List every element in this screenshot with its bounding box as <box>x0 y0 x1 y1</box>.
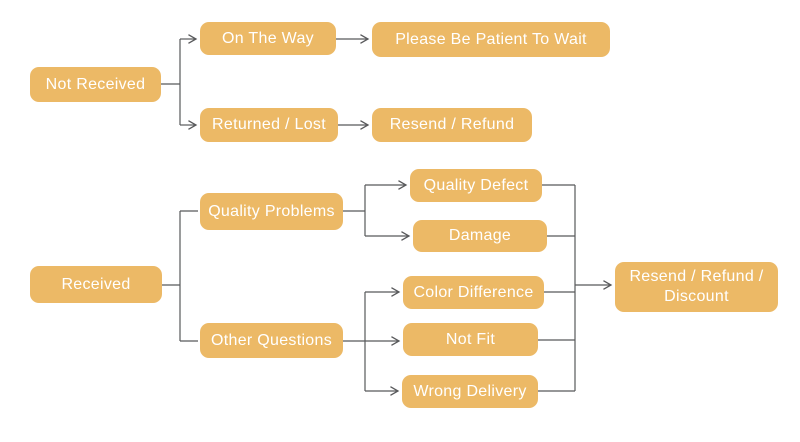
node-please-be-patient-to-wait: Please Be Patient To Wait <box>372 22 610 57</box>
edge-group-not-received <box>161 34 370 130</box>
node-not-fit: Not Fit <box>403 323 538 356</box>
node-not-received: Not Received <box>30 67 161 102</box>
node-wrong-delivery: Wrong Delivery <box>402 375 538 408</box>
node-on-the-way: On The Way <box>200 22 336 55</box>
edge-group-other-questions <box>343 287 401 396</box>
node-quality-problems: Quality Problems <box>200 193 343 230</box>
node-other-questions: Other Questions <box>200 323 343 358</box>
edge-group-collector <box>538 184 613 392</box>
node-resend-refund: Resend / Refund <box>372 108 532 142</box>
node-damage: Damage <box>413 220 547 252</box>
node-color-difference: Color Difference <box>403 276 544 309</box>
node-resend-refund-discount: Resend / Refund / Discount <box>615 262 778 312</box>
node-returned-lost: Returned / Lost <box>200 108 338 142</box>
node-received: Received <box>30 266 162 303</box>
edge-group-received <box>162 210 198 342</box>
node-quality-defect: Quality Defect <box>410 169 542 202</box>
edge-group-quality-problems <box>343 180 411 241</box>
